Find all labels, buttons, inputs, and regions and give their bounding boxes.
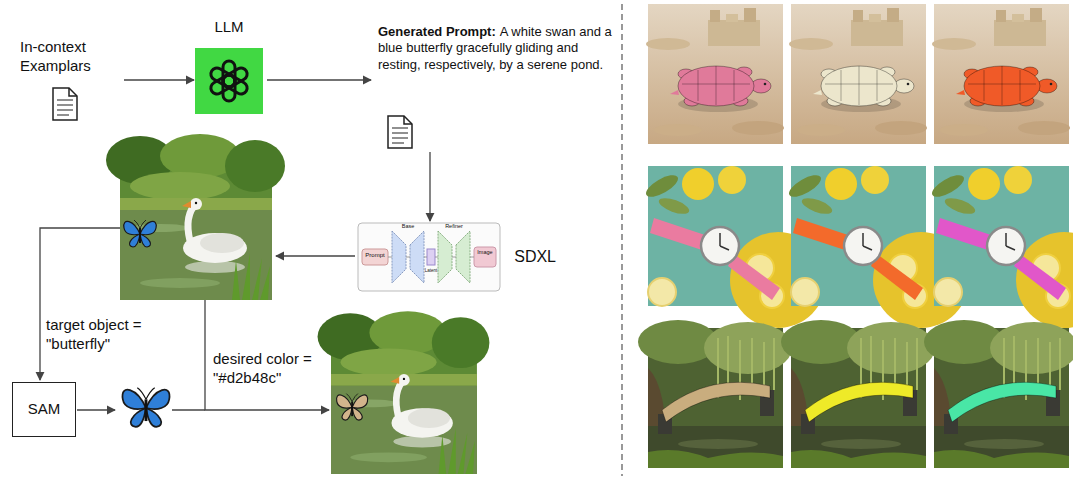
generated-image <box>106 134 285 300</box>
block-label: Prompt <box>362 252 388 258</box>
generated-image <box>124 220 156 247</box>
model-node: LLM <box>195 18 263 114</box>
input-node: In-context Examplars <box>20 38 120 122</box>
result-grid <box>638 320 792 468</box>
flow-line <box>172 409 205 410</box>
block-label: Latent <box>424 269 438 274</box>
butterfly-mask <box>122 388 169 427</box>
sdxl-architecture <box>392 231 406 283</box>
result-grid <box>924 320 1073 468</box>
llm-logo <box>195 48 263 114</box>
edited-image <box>318 311 490 474</box>
node-text: In-context Examplars <box>20 38 120 76</box>
document-icon <box>388 116 412 148</box>
model-node: SDXL <box>356 222 560 292</box>
node-text: LLM <box>195 18 263 37</box>
sdxl-architecture <box>410 231 424 283</box>
sdxl-architecture <box>456 231 470 283</box>
node-text: SDXL <box>514 247 556 267</box>
result-grid <box>932 4 1070 144</box>
llm-logo <box>195 48 263 114</box>
result-grid <box>781 320 935 468</box>
sdxl-architecture <box>388 257 474 258</box>
sdxl-architecture <box>438 231 452 283</box>
edited-image <box>337 394 368 420</box>
llm-logo <box>209 61 250 101</box>
result-grid <box>646 4 784 144</box>
node-text: Generated Prompt: <box>378 24 496 39</box>
generated-image <box>106 134 285 300</box>
block-label: Refiner <box>438 224 470 230</box>
node-text: SAM <box>28 400 61 419</box>
flow-line <box>276 255 355 256</box>
sdxl-architecture <box>358 223 500 291</box>
flow-arrow <box>429 152 430 221</box>
result-grid <box>638 4 1073 468</box>
node-text: A white swan and a blue butterfly gracef… <box>378 24 612 72</box>
flow-line <box>40 228 355 410</box>
result-grid <box>789 4 927 144</box>
flow-arrow <box>267 79 371 80</box>
prompt-node: Generated Prompt:A white swan and a blue… <box>372 24 618 150</box>
block-label: Base <box>392 224 424 230</box>
flow-line <box>205 300 329 410</box>
flow-arrow <box>124 79 194 80</box>
result-grid <box>929 166 1073 328</box>
llm-logo <box>209 66 238 89</box>
annotation: target object = "butterfly" <box>46 316 161 354</box>
block-label: Image <box>474 250 496 256</box>
sdxl-architecture <box>474 247 496 267</box>
sdxl-architecture <box>427 249 435 265</box>
annotation: desired color = "#d2b48c" <box>213 350 325 388</box>
sdxl-architecture <box>358 223 500 291</box>
divider-line <box>621 4 622 476</box>
process-box: SAM <box>12 382 76 437</box>
sdxl-architecture <box>362 249 388 265</box>
document-icon <box>53 88 77 120</box>
flow-line <box>40 228 120 380</box>
flow-line <box>77 409 115 410</box>
edited-image <box>318 311 490 474</box>
